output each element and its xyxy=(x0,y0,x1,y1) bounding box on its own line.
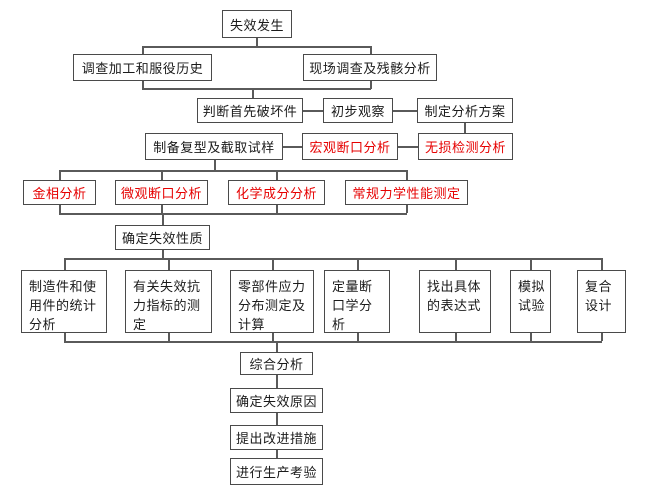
node-determine-failure-nature: 确定失效性质 xyxy=(115,225,210,250)
connector-line xyxy=(357,333,359,341)
node-production-test: 进行生产考验 xyxy=(230,458,323,485)
connector-line xyxy=(276,170,278,180)
connector-line xyxy=(455,258,457,270)
connector-line xyxy=(601,333,603,341)
connector-line xyxy=(168,333,170,341)
connector-line xyxy=(276,450,278,458)
connector-line xyxy=(464,123,466,133)
connector-line xyxy=(530,258,532,270)
connector-line xyxy=(142,88,371,90)
connector-line xyxy=(272,333,274,341)
connector-line xyxy=(142,81,144,89)
node-mechanical-properties-test: 常规力学性能测定 xyxy=(345,180,468,205)
connector-line xyxy=(142,46,371,48)
connector-line xyxy=(272,258,274,270)
connector-line xyxy=(283,146,302,148)
node-macro-fracture-analysis: 宏观断口分析 xyxy=(302,133,398,160)
connector-line xyxy=(64,341,602,343)
connector-line xyxy=(276,413,278,425)
node-analysis-plan: 制定分析方案 xyxy=(417,98,513,123)
connector-line xyxy=(398,146,418,148)
connector-line xyxy=(256,38,258,46)
node-determine-failure-cause: 确定失效原因 xyxy=(230,388,323,413)
node-composite-design: 复合设计 xyxy=(577,270,626,333)
node-chemical-composition-analysis: 化学成分分析 xyxy=(228,180,325,205)
connector-line xyxy=(168,258,170,270)
node-failure-occurs: 失效发生 xyxy=(222,10,292,38)
node-failure-resistance-indicators: 有关失效抗力指标的测定 xyxy=(125,270,212,333)
connector-line xyxy=(455,333,457,341)
node-specific-expression: 找出具体的表达式 xyxy=(419,270,491,333)
node-prepare-replica-samples: 制备复型及截取试样 xyxy=(145,133,283,160)
node-comprehensive-analysis: 综合分析 xyxy=(240,352,313,375)
connector-line xyxy=(393,110,417,112)
connector-line xyxy=(276,375,278,388)
connector-line xyxy=(59,205,61,213)
node-investigate-history: 调查加工和服役历史 xyxy=(73,54,212,81)
connector-line xyxy=(357,258,359,270)
connector-line xyxy=(370,46,372,54)
connector-line xyxy=(162,213,164,225)
node-judge-first-failed-part: 判断首先破坏件 xyxy=(197,98,303,123)
connector-line xyxy=(161,205,163,213)
connector-line xyxy=(64,333,66,341)
connector-line xyxy=(370,81,372,89)
connector-line xyxy=(214,160,216,170)
connector-line xyxy=(64,258,602,260)
connector-line xyxy=(142,46,144,54)
node-statistical-analysis: 制造件和使用件的统计分析 xyxy=(21,270,107,333)
node-improvement-measures: 提出改进措施 xyxy=(230,425,323,450)
connector-line xyxy=(252,88,254,98)
node-quantitative-fractography: 定量断口学分析 xyxy=(324,270,390,333)
connector-line xyxy=(64,258,66,270)
node-metallographic-analysis: 金相分析 xyxy=(23,180,96,205)
connector-line xyxy=(59,170,407,172)
connector-line xyxy=(406,170,408,180)
connector-line xyxy=(406,205,408,213)
connector-line xyxy=(276,205,278,213)
node-ndt-analysis: 无损检测分析 xyxy=(418,133,513,160)
connector-line xyxy=(276,341,278,352)
connector-line xyxy=(530,333,532,341)
connector-line xyxy=(162,250,164,258)
connector-line xyxy=(601,258,603,270)
node-site-investigation: 现场调查及残骸分析 xyxy=(303,54,437,81)
node-initial-observation: 初步观察 xyxy=(323,98,393,123)
node-stress-distribution: 零部件应力分布测定及计算 xyxy=(230,270,314,333)
node-micro-fracture-analysis: 微观断口分析 xyxy=(115,180,208,205)
connector-line xyxy=(303,110,323,112)
node-simulation-test: 模拟试验 xyxy=(510,270,551,333)
connector-line xyxy=(59,170,61,180)
connector-line xyxy=(59,213,407,215)
connector-line xyxy=(161,170,163,180)
